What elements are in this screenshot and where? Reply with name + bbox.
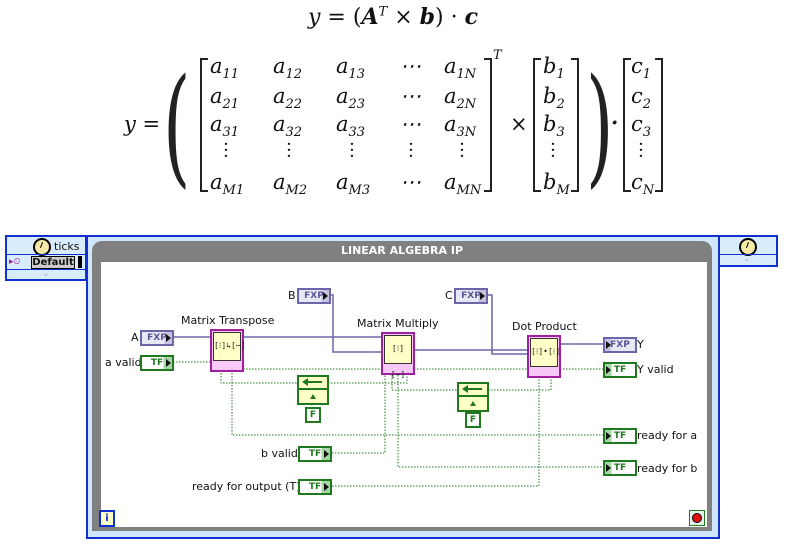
false-constant-1[interactable]: F	[305, 407, 321, 423]
timer-source-icon: ▸⏲	[9, 257, 21, 267]
transpose-mark: T	[493, 48, 502, 63]
times-sign: ×	[510, 112, 528, 136]
matrix-a-entry: aM2	[273, 170, 308, 198]
output-label-y: Y	[637, 338, 644, 351]
output-label-y-valid: Y valid	[637, 363, 674, 376]
vector-c-entry: c2	[631, 84, 652, 112]
output-terminal-ready-for-a[interactable]: TF	[603, 428, 637, 444]
matrix-a-entry: a32	[273, 112, 303, 140]
output-label-ready-for-a: ready for a	[637, 429, 698, 442]
output-label-ready-for-b: ready for b	[637, 462, 698, 475]
input-label-b: B	[288, 289, 296, 302]
input-label-ready-for-output: ready for output (T)	[192, 480, 301, 493]
clock-icon	[33, 238, 51, 256]
matrix-a-entry: a11	[210, 54, 240, 82]
block-label-transpose: Matrix Transpose	[181, 314, 275, 327]
matrix-multiply-block[interactable]: [⁝][⋯]	[381, 332, 415, 379]
matrix-a-bracket-right	[484, 58, 492, 192]
output-terminal-y-valid[interactable]: TF	[603, 362, 637, 378]
block-label-multiply: Matrix Multiply	[357, 317, 439, 330]
matrix-a-entry: aM1	[210, 170, 245, 198]
frame-title: LINEAR ALGEBRA IP	[340, 244, 464, 257]
matrix-a-entry: a12	[273, 54, 303, 82]
matrix-a-entry: ⋯	[400, 84, 421, 108]
matrix-a-entry: a23	[336, 84, 366, 112]
input-label-a: A	[131, 331, 139, 344]
output-terminal-y[interactable]: FXP	[603, 337, 637, 353]
stop-icon[interactable]	[689, 510, 705, 526]
input-terminal-a-valid[interactable]: TF	[140, 355, 174, 371]
input-label-a-valid: a valid	[105, 356, 142, 369]
vector-b-entry: b1	[543, 54, 565, 82]
input-label-c: C	[445, 289, 453, 302]
arrow-left-icon	[299, 377, 327, 390]
multiply-icon: [⁝][⋯]	[384, 335, 412, 379]
left-paren: (	[163, 52, 191, 201]
dot-product-icon: [⁝]•[⁝]	[530, 338, 560, 367]
input-terminal-b-valid[interactable]: TF	[298, 446, 332, 462]
vector-c-entry: cN	[631, 170, 655, 198]
input-label-b-valid: b valid	[261, 447, 298, 460]
vertical-ellipsis: ···	[408, 134, 414, 167]
vector-c-entry: c1	[631, 54, 652, 82]
vector-b-entry: b2	[543, 84, 565, 112]
matrix-a-entry: a33	[336, 112, 366, 140]
ticks-label: ticks	[54, 240, 80, 253]
vector-b-bracket-left	[533, 58, 541, 192]
timed-loop-output-node[interactable]: ⌄	[716, 235, 778, 267]
vector-c-entry: c3	[631, 112, 652, 140]
matrix-a-entry: a3N	[444, 112, 477, 140]
input-terminal-c[interactable]: FXP	[454, 288, 488, 304]
matrix-a-entry: a31	[210, 112, 240, 140]
clock-source-value[interactable]: Default	[31, 256, 75, 269]
info-icon[interactable]: i	[99, 510, 115, 527]
matrix-a-entry: a2N	[444, 84, 477, 112]
input-terminal-a[interactable]: FXP	[140, 330, 174, 346]
vertical-ellipsis: ···	[550, 134, 556, 167]
matrix-a-entry: a13	[336, 54, 366, 82]
transpose-icon: [⁝]↳[⋯]	[213, 332, 245, 361]
vertical-ellipsis: ···	[223, 134, 229, 167]
matrix-a-entry: a22	[273, 84, 303, 112]
dot-product-block[interactable]: [⁝]•[⁝]	[527, 335, 561, 378]
matrix-a-entry: ⋯	[400, 112, 421, 136]
block-label-dot-product: Dot Product	[512, 320, 577, 333]
feedback-node-1[interactable]	[297, 375, 329, 405]
matrix-transpose-block[interactable]: [⁝]↳[⋯]	[210, 329, 245, 372]
vertical-ellipsis: ···	[349, 134, 355, 167]
input-terminal-b[interactable]: FXP	[297, 288, 331, 304]
matrix-a-entry: aM3	[336, 170, 371, 198]
vertical-ellipsis: ···	[459, 134, 465, 167]
vertical-ellipsis: ···	[286, 134, 292, 167]
vector-b-bracket-right	[571, 58, 579, 192]
dot-sign: ·	[611, 110, 619, 135]
matrix-a-entry: a21	[210, 84, 240, 112]
equation-compact: y = (AT × b) · c	[307, 4, 479, 30]
feedback-node-2[interactable]	[457, 382, 489, 412]
vector-b-entry: b3	[543, 112, 565, 140]
clock-icon	[739, 238, 757, 256]
expand-chevron-icon[interactable]: ⌄	[42, 269, 50, 279]
matrix-a-bracket-left	[200, 58, 208, 192]
timed-loop-input-node[interactable]: ticks ▸⏲ Default ⌄	[5, 235, 87, 281]
matrix-a-entry: aMN	[444, 170, 482, 198]
equation-lhs: y =	[124, 112, 161, 136]
right-paren: )	[586, 52, 614, 201]
false-constant-2[interactable]: F	[465, 412, 481, 428]
expand-chevron-icon[interactable]: ⌄	[743, 254, 751, 264]
vector-c-bracket-left	[623, 58, 631, 192]
input-terminal-ready-for-output[interactable]: TF	[298, 479, 332, 495]
matrix-a-entry: a1N	[444, 54, 477, 82]
matrix-a-entry: ⋯	[400, 170, 421, 194]
output-terminal-ready-for-b[interactable]: TF	[603, 460, 637, 476]
vector-b-entry: bM	[543, 170, 570, 198]
vector-c-bracket-right	[655, 58, 663, 192]
arrow-left-icon	[459, 384, 487, 397]
vertical-ellipsis: ···	[638, 134, 644, 167]
matrix-a-entry: ⋯	[400, 54, 421, 78]
